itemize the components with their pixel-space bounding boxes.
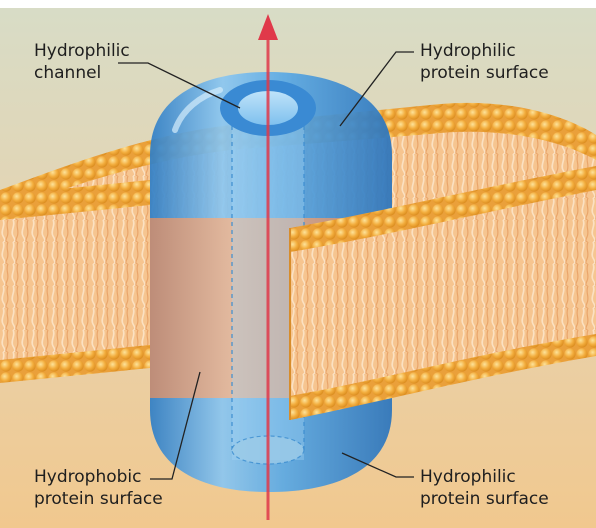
label-hydrophilic-surface-top: Hydrophilic protein surface xyxy=(420,40,549,84)
label-hydrophilic-channel: Hydrophilic channel xyxy=(34,40,130,84)
lipid-bilayer-left xyxy=(0,180,150,383)
label-line: Hydrophilic xyxy=(34,40,130,62)
label-line: channel xyxy=(34,62,130,84)
label-line: protein surface xyxy=(420,62,549,84)
label-line: Hydrophilic xyxy=(420,40,549,62)
label-line: Hydrophilic xyxy=(420,466,549,488)
label-line: protein surface xyxy=(420,488,549,510)
label-hydrophilic-surface-bottom: Hydrophilic protein surface xyxy=(420,466,549,510)
label-line: Hydrophobic xyxy=(34,466,163,488)
label-hydrophobic-surface: Hydrophobic protein surface xyxy=(34,466,163,510)
label-line: protein surface xyxy=(34,488,163,510)
